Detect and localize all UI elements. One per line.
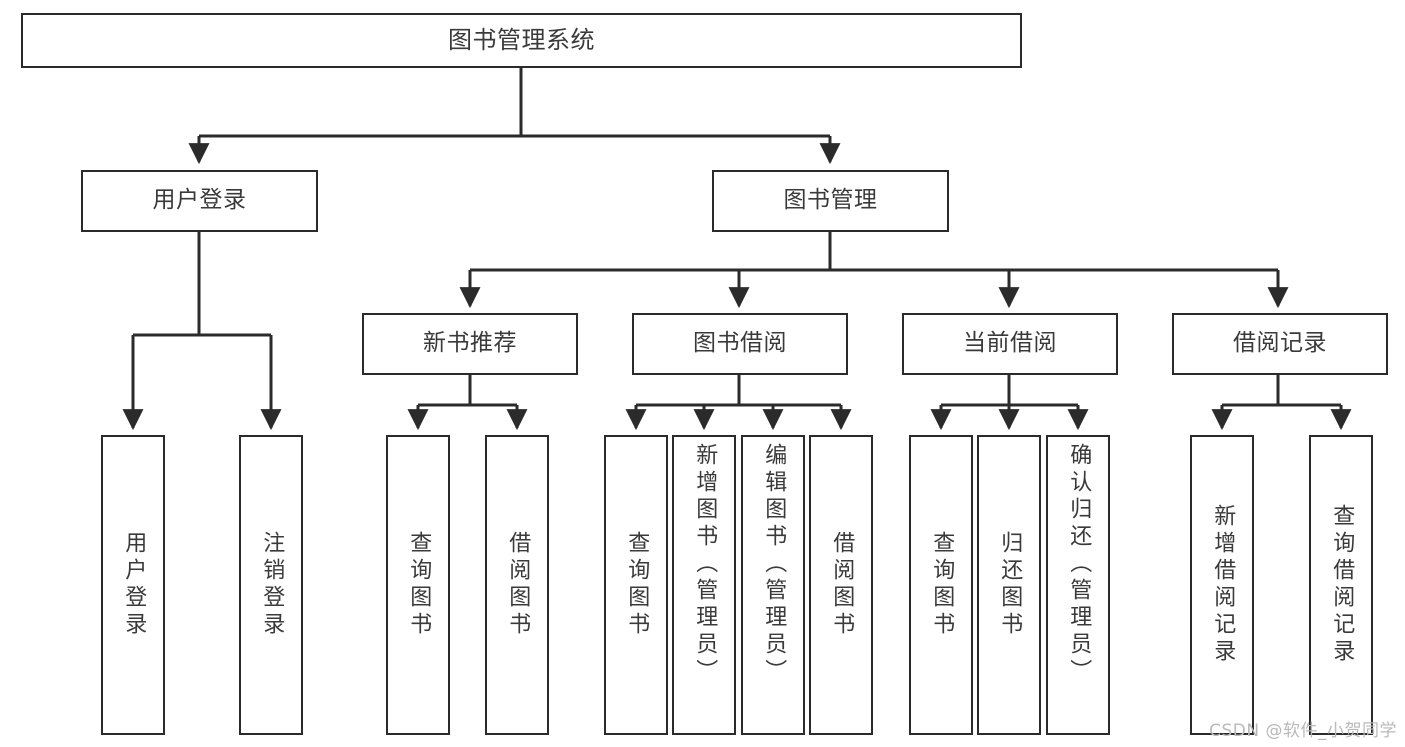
node-label: 图书管理 bbox=[783, 187, 878, 214]
leaf-return-book[interactable]: 归还图书 bbox=[977, 435, 1041, 735]
leaf-query-book-current[interactable]: 查询图书 bbox=[909, 435, 973, 735]
watermark: CSDN @软件_小贺同学 bbox=[1209, 721, 1397, 741]
leaf-query-borrow-record[interactable]: 查询借阅记录 bbox=[1309, 435, 1373, 735]
leaf-add-borrow-record[interactable]: 新增借阅记录 bbox=[1190, 435, 1254, 735]
leaf-add-book-admin[interactable]: 新增图书（管理员） bbox=[672, 435, 736, 735]
node-label: 编辑图书（管理员） bbox=[761, 443, 787, 686]
node-label: 查询图书 bbox=[624, 531, 650, 639]
node-label: 借阅图书 bbox=[505, 531, 531, 639]
node-label: 新增借阅记录 bbox=[1210, 504, 1236, 666]
node-label: 图书借阅 bbox=[693, 330, 787, 357]
node-label: 查询图书 bbox=[929, 531, 955, 639]
node-label: 归还图书 bbox=[997, 531, 1023, 639]
node-label: 确认归还（管理员） bbox=[1066, 443, 1092, 686]
leaf-borrow-book-recommendation[interactable]: 借阅图书 bbox=[485, 435, 549, 735]
node-label: 新增图书（管理员） bbox=[692, 443, 718, 686]
leaf-confirm-return-admin[interactable]: 确认归还（管理员） bbox=[1046, 435, 1110, 735]
node-label: 用户登录 bbox=[121, 531, 147, 639]
node-label: 借阅图书 bbox=[829, 531, 855, 639]
leaf-user-login[interactable]: 用户登录 bbox=[101, 435, 165, 735]
node-label: 图书管理系统 bbox=[448, 26, 595, 55]
node-label: 当前借阅 bbox=[963, 330, 1057, 357]
node-label: 查询借阅记录 bbox=[1329, 504, 1355, 666]
leaf-borrow-book-borrowing[interactable]: 借阅图书 bbox=[809, 435, 873, 735]
node-label: 借阅记录 bbox=[1233, 330, 1327, 357]
node-new-book-recommendation[interactable]: 新书推荐 bbox=[362, 313, 578, 375]
node-book-management[interactable]: 图书管理 bbox=[712, 170, 949, 232]
node-label: 注销登录 bbox=[259, 531, 285, 639]
leaf-query-book-borrowing[interactable]: 查询图书 bbox=[604, 435, 668, 735]
leaf-query-book-recommendation[interactable]: 查询图书 bbox=[386, 435, 450, 735]
node-label: 查询图书 bbox=[406, 531, 432, 639]
node-label: 用户登录 bbox=[152, 187, 247, 214]
node-user-login[interactable]: 用户登录 bbox=[81, 170, 318, 232]
node-book-borrowing[interactable]: 图书借阅 bbox=[632, 313, 848, 375]
node-root-book-management-system[interactable]: 图书管理系统 bbox=[21, 13, 1022, 68]
node-label: 新书推荐 bbox=[423, 330, 517, 357]
leaf-edit-book-admin[interactable]: 编辑图书（管理员） bbox=[741, 435, 805, 735]
node-borrow-records[interactable]: 借阅记录 bbox=[1172, 313, 1388, 375]
leaf-logout[interactable]: 注销登录 bbox=[239, 435, 303, 735]
node-current-borrowing[interactable]: 当前借阅 bbox=[902, 313, 1118, 375]
